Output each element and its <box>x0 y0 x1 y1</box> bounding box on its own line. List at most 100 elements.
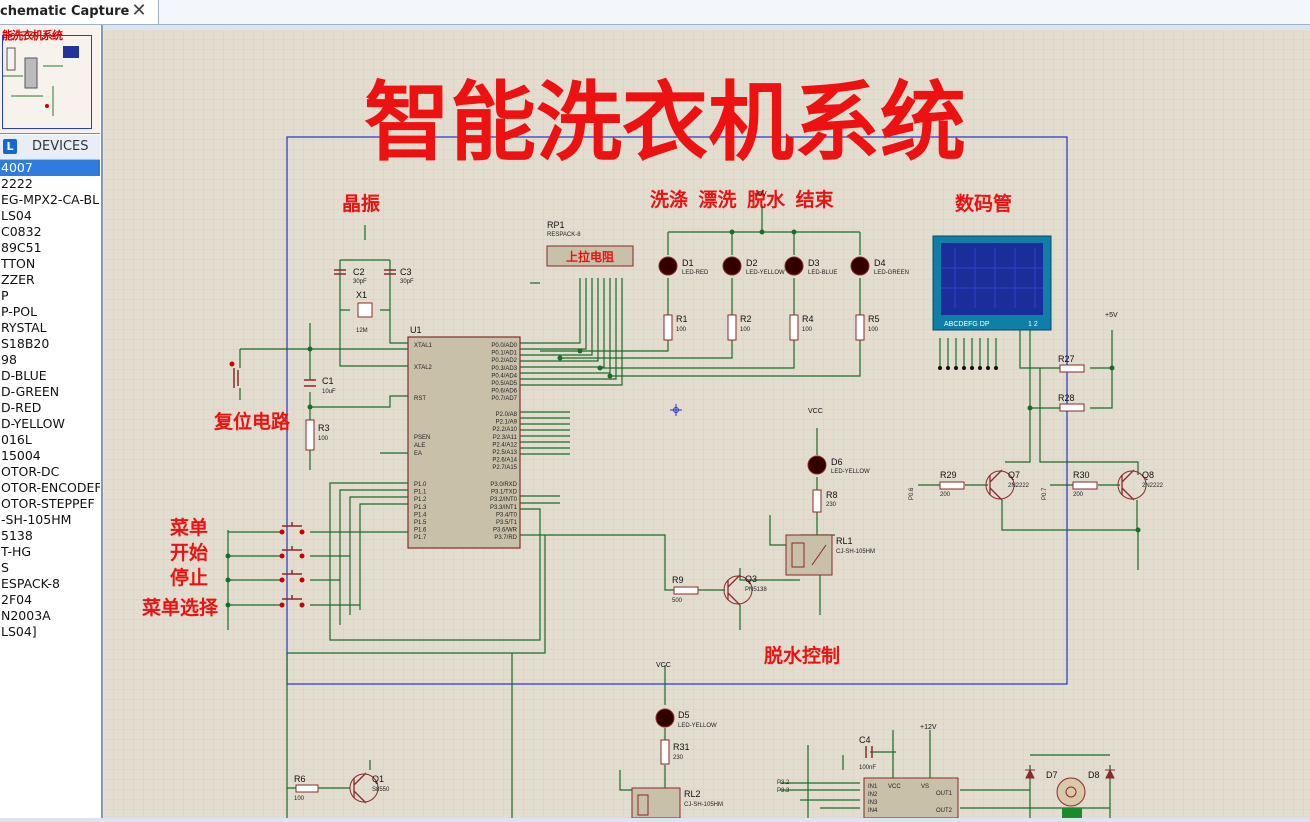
device-list-item[interactable]: 016L <box>1 432 32 447</box>
transistor-q7[interactable]: Q7 2N2222 <box>985 469 1030 501</box>
device-list-item[interactable]: 2F04 <box>1 592 33 607</box>
transistor-q1[interactable]: Q1 S8550 <box>349 772 390 804</box>
device-list-item[interactable]: RYSTAL <box>1 320 47 335</box>
device-list-item[interactable]: 98 <box>1 352 17 367</box>
led-d6[interactable]: D6 LED-YELLOW <box>807 455 870 475</box>
svg-text:C3: C3 <box>400 267 412 277</box>
u1-pin-label: P3.0/RXD <box>490 482 517 488</box>
resistor-pack-rp1[interactable]: 上拉电阻 RP1 RESPACK-8 <box>546 220 634 267</box>
u1-pin-label: P2.7/A15 <box>492 465 517 471</box>
resistor-r31[interactable]: R31 230 <box>660 739 690 765</box>
capacitor-c3[interactable]: C3 30pF <box>384 267 414 285</box>
relay-rl2[interactable]: RL2 CJ-SH-105HM <box>631 787 723 819</box>
svg-text:200: 200 <box>940 492 951 498</box>
u1-pin-label: P3.3/INT1 <box>490 505 518 511</box>
resistor-r30[interactable]: R30 200 <box>1072 470 1098 498</box>
device-list-item[interactable]: N2003A <box>1 608 51 623</box>
u1-pin-label: P0.5/AD5 <box>491 381 517 387</box>
device-list-item[interactable]: OTOR-DC <box>1 464 60 479</box>
device-list-item[interactable]: EG-MPX2-CA-BL <box>1 192 100 207</box>
diode-d7[interactable]: D7 <box>1025 768 1058 780</box>
relay-rl1[interactable]: RL1 CJ-SH-105HM <box>785 534 875 576</box>
library-pick-button[interactable]: L <box>3 139 17 154</box>
push-button[interactable] <box>279 570 305 583</box>
svg-text:LED-YELLOW: LED-YELLOW <box>678 723 717 729</box>
svg-text:200: 200 <box>1073 492 1084 498</box>
u1-pin-label: P1.3 <box>414 505 427 511</box>
capacitor-c1[interactable]: C1 10uF <box>304 376 336 395</box>
tab-schematic-capture[interactable]: chematic Capture ✕ <box>0 0 159 24</box>
transistor-q3[interactable]: Q3 PN5138 <box>723 574 767 606</box>
label-status: 洗涤 漂洗 脱水 结束 <box>650 188 835 211</box>
key-buttons[interactable] <box>279 522 305 608</box>
device-list-item[interactable]: D-YELLOW <box>1 416 65 431</box>
schematic-canvas[interactable]: 智能洗衣机系统 晶振 洗涤 漂洗 脱水 结束 数码管 复位电路 菜单 开始 停止… <box>104 30 1310 819</box>
capacitor-c4[interactable]: C4 100nF <box>859 735 876 771</box>
u1-pin-label: P3.1/TXD <box>491 490 518 496</box>
device-list-item[interactable]: D-GREEN <box>1 384 60 399</box>
device-list-item[interactable]: ESPACK-8 <box>1 576 60 591</box>
device-list-item[interactable]: 5138 <box>1 528 33 543</box>
svg-text:XTAL2: XTAL2 <box>414 365 433 371</box>
device-list-item[interactable]: D-RED <box>1 400 42 415</box>
u1-pin-label: P2.6/A14 <box>492 458 517 464</box>
device-list-item[interactable]: LS04 <box>1 208 32 223</box>
resistor-r6[interactable]: R6 100 <box>294 774 319 802</box>
svg-text:IN2: IN2 <box>868 792 878 798</box>
push-button[interactable] <box>279 546 305 559</box>
resistor-r8[interactable]: R8 230 <box>812 489 838 513</box>
svg-text:R8: R8 <box>826 490 838 500</box>
resistor-r9[interactable]: R9 500 <box>672 575 699 604</box>
device-list-item[interactable]: OTOR-ENCODEF <box>1 480 100 495</box>
u1-mcu[interactable]: U1 XTAL1 XTAL2 RST PSEN ALE EA P1.0P1.1P… <box>407 325 521 549</box>
device-list-item[interactable]: T-HG <box>1 544 32 559</box>
device-list-item[interactable]: 15004 <box>1 448 41 463</box>
device-list-item[interactable]: S18B20 <box>1 336 50 351</box>
svg-text:X1: X1 <box>356 290 367 300</box>
led-d5[interactable]: D5 LED-YELLOW <box>655 708 717 729</box>
svg-text:D6: D6 <box>831 457 843 467</box>
transistor-q8[interactable]: Q8 2N2222 <box>1117 469 1164 501</box>
resistor-r28[interactable]: R28 <box>1058 393 1085 412</box>
u1-pin-label: P1.2 <box>414 497 427 503</box>
device-list-item[interactable]: 89C51 <box>1 240 42 255</box>
resistor-r29[interactable]: R29 200 <box>939 470 965 498</box>
device-list-item[interactable]: P-POL <box>1 304 38 319</box>
device-list-item[interactable]: OTOR-STEPPEF <box>1 496 95 511</box>
device-list-item[interactable]: C0832 <box>1 224 42 239</box>
device-list-item[interactable]: -SH-105HM <box>1 512 72 527</box>
device-list-item[interactable]: P <box>1 288 9 303</box>
svg-text:D2: D2 <box>746 258 758 268</box>
device-list-item[interactable]: 4007 <box>0 160 100 176</box>
crystal-x1[interactable]: X1 12M <box>356 290 373 334</box>
push-button[interactable] <box>279 595 305 608</box>
motor-driver-ic[interactable]: IN1 IN2 IN3 IN4 VCC VS OUT1 OUT2 <box>863 777 959 819</box>
device-list-item[interactable]: ZZER <box>1 272 35 287</box>
resistor-r3[interactable]: R3 100 <box>305 419 330 451</box>
close-icon[interactable]: ✕ <box>131 0 147 21</box>
label-vcc-d5: VCC <box>656 662 671 669</box>
motor-dc[interactable] <box>1056 777 1086 818</box>
diode-d8[interactable]: D8 <box>1088 768 1115 780</box>
resistor-r27[interactable]: R27 <box>1058 354 1085 373</box>
device-list-item[interactable]: S <box>1 560 9 575</box>
seven-segment-display[interactable]: ABCDEFG DP 1 2 <box>932 235 1052 331</box>
capacitor-c2[interactable]: C2 30pF <box>334 267 367 285</box>
device-list-item[interactable]: LS04] <box>1 624 37 639</box>
device-list-item[interactable]: D-BLUE <box>1 368 47 383</box>
device-list-item[interactable]: 2222 <box>1 176 33 191</box>
device-list-item[interactable]: TTON <box>1 256 36 271</box>
push-button[interactable] <box>279 522 305 535</box>
overview-window[interactable]: 能洗衣机系统 <box>0 25 100 134</box>
display-pins <box>938 366 998 370</box>
reset-button[interactable] <box>229 361 239 389</box>
